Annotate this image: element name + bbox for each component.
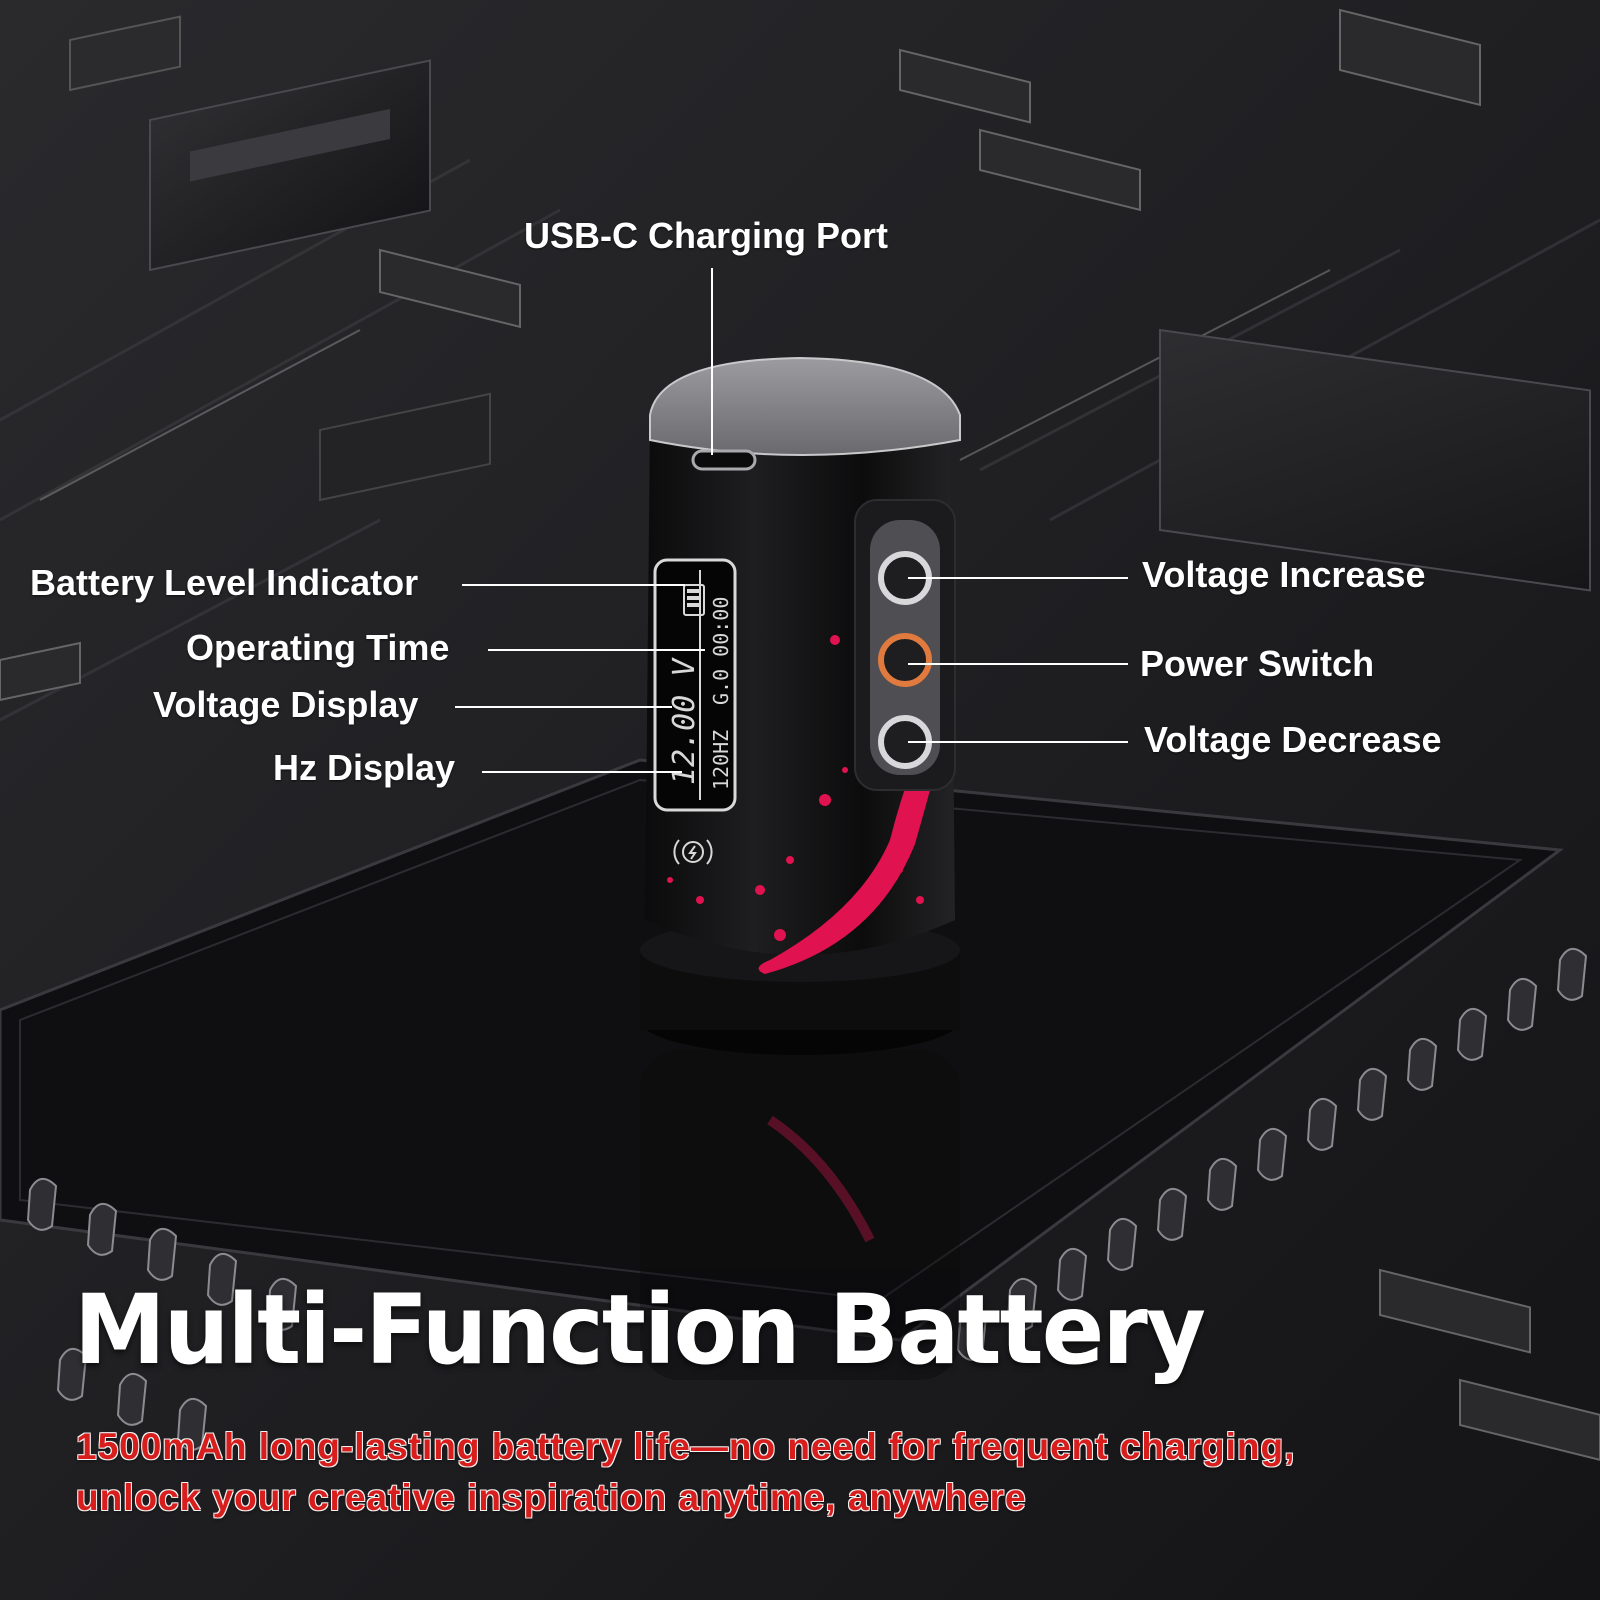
power-switch-label: Power Switch [1140,643,1375,684]
usb-c-port [691,449,757,471]
battery-icon [683,584,705,616]
usb-port-label: USB-C Charging Port [524,215,888,256]
screen-hz: 120HZ [709,730,733,790]
callout-lines [455,268,1128,773]
battery-device: 12.00 V 120HZ G.0 00:00 [640,356,961,1055]
lcd-panel [653,558,737,812]
voltage-display-label: Voltage Display [153,684,419,725]
subtitle-line-1: 1500mAh long-lasting battery life—no nee… [76,1426,1296,1467]
circuit-components [0,8,1600,1462]
voltage-increase-label: Voltage Increase [1142,554,1426,595]
screen-voltage: 12.00 V [667,657,702,785]
voltage-decrease-label: Voltage Decrease [1144,719,1442,760]
battery-reflection [640,1050,960,1380]
chip-pins [26,948,1588,1451]
splatter-pattern [667,635,955,974]
hz-display-label: Hz Display [273,747,456,788]
subtitle-line-2: unlock your creative inspiration anytime… [76,1477,1027,1518]
screen-time: G.0 00:00 [709,597,733,705]
wireless-charging-icon [673,839,713,865]
power-switch-button [878,633,932,687]
headline: Multi-Function Battery [74,1274,1206,1386]
operating-time-label: Operating Time [186,627,450,668]
battery-level-label: Battery Level Indicator [30,562,419,603]
